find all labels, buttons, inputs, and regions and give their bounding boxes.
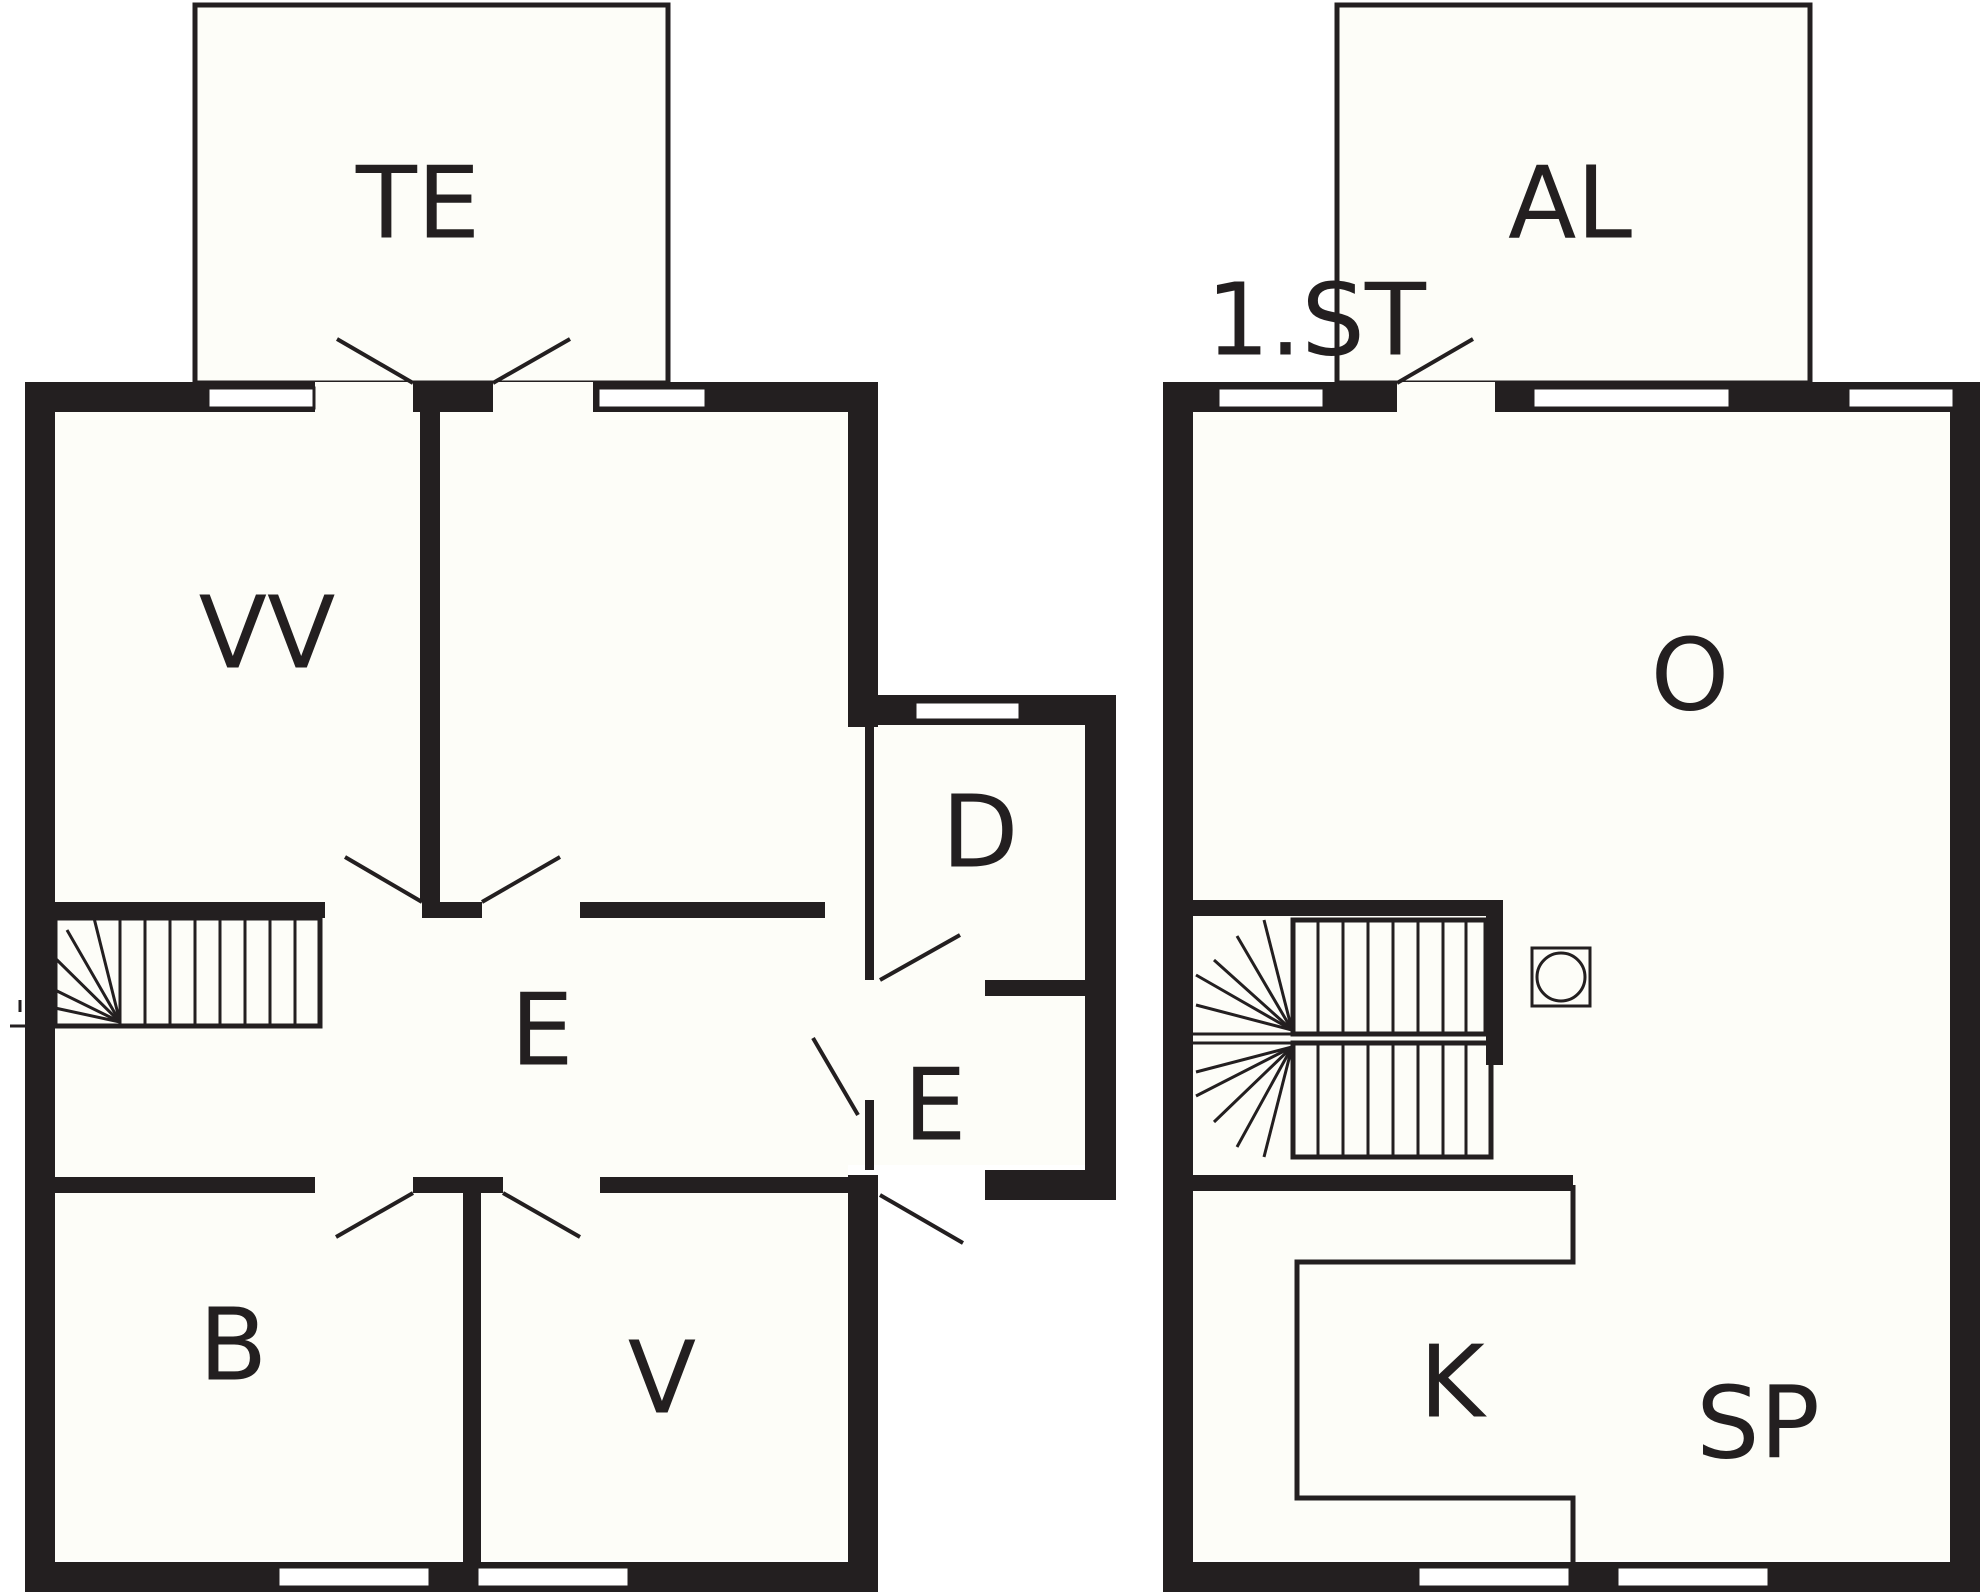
wall-hall-top-b bbox=[580, 902, 825, 918]
door-leaf-b bbox=[335, 1191, 414, 1239]
window-bottom-left bbox=[276, 1565, 432, 1589]
door-leaf-small-hall bbox=[811, 1036, 860, 1117]
stair-winder bbox=[54, 1006, 121, 1024]
door-leaf-vv bbox=[343, 855, 424, 904]
storage-wall-divider bbox=[985, 980, 1085, 996]
stair-winder bbox=[92, 917, 122, 1023]
stair-winder bbox=[1212, 958, 1294, 1032]
wall-hall-bottom-a bbox=[55, 1177, 315, 1193]
room-label-balcony: AL bbox=[1508, 145, 1632, 262]
opening-v-door bbox=[503, 1175, 600, 1195]
window-first-top-middle bbox=[1531, 386, 1732, 410]
first-wall-left bbox=[1163, 382, 1193, 1592]
room-label-hall-main: E bbox=[510, 972, 573, 1089]
door-leaf-hall bbox=[481, 855, 561, 904]
stair-winder bbox=[1195, 1003, 1293, 1032]
stair-winder bbox=[1262, 1046, 1294, 1158]
storage-wall-inner-left-b bbox=[865, 1100, 874, 1170]
stair-winder bbox=[53, 956, 122, 1024]
first-interior-fill bbox=[1193, 410, 1950, 1560]
window-first-bottom-left bbox=[1416, 1565, 1572, 1589]
room-label-dining: SP bbox=[1696, 1365, 1820, 1482]
window-first-top-right bbox=[1846, 386, 1956, 410]
stair-winder bbox=[1262, 919, 1294, 1031]
stove-symbol bbox=[1530, 946, 1592, 1008]
storage-wall-inner-left-a bbox=[865, 725, 874, 980]
stair-wall-top bbox=[1193, 900, 1503, 916]
window-top-left bbox=[206, 386, 316, 410]
room-label-laundry: VV bbox=[199, 575, 336, 692]
ground-wall-left bbox=[25, 382, 55, 1592]
stair-winder bbox=[1195, 1045, 1293, 1074]
window-first-bottom-right bbox=[1615, 1565, 1771, 1589]
stair-winder bbox=[1195, 1045, 1293, 1098]
ground-interior-fill bbox=[55, 410, 848, 1560]
first-floor: AL O K SP 1.ST bbox=[1163, 2, 1980, 1592]
window-first-top-left bbox=[1216, 386, 1326, 410]
opening-terrace-left bbox=[315, 382, 413, 412]
window-bottom-right bbox=[475, 1565, 631, 1589]
terrace-outline bbox=[192, 2, 671, 386]
room-label-kitchen: K bbox=[1419, 1324, 1487, 1441]
room-label-terrace: TE bbox=[355, 145, 480, 262]
opening-hall-door bbox=[482, 900, 580, 920]
stair-winder bbox=[65, 929, 122, 1023]
wall-hall-bottom-b bbox=[413, 1177, 503, 1193]
stair-winder bbox=[1235, 1046, 1294, 1148]
balcony-outline bbox=[1334, 2, 1813, 386]
room-label-storage: D bbox=[941, 774, 1018, 891]
first-wall-right bbox=[1950, 382, 1980, 1592]
wall-hall-top-a bbox=[55, 902, 325, 918]
storage-wall-bottom bbox=[985, 1170, 1116, 1200]
ground-wall-top bbox=[25, 382, 878, 412]
floor-label-first: 1.ST bbox=[1206, 262, 1427, 379]
opening-balcony bbox=[1397, 382, 1495, 412]
ground-floor: TE VV E E D B V bbox=[10, 2, 1116, 1592]
wall-b-v-divider bbox=[463, 1190, 481, 1562]
wall-hall-top-c bbox=[420, 902, 482, 918]
door-leaf-storage bbox=[879, 933, 961, 982]
wall-hall-bottom-c bbox=[600, 1177, 848, 1193]
kitchen-counter bbox=[1294, 1185, 1576, 1562]
stove-circle bbox=[1535, 951, 1587, 1003]
stair-winder bbox=[1235, 935, 1294, 1031]
stair-winder bbox=[1195, 973, 1293, 1032]
ground-wall-bottom bbox=[25, 1562, 878, 1592]
window-top-right bbox=[596, 386, 708, 410]
stair-outline bbox=[52, 915, 323, 1029]
opening-terrace-right bbox=[493, 382, 593, 412]
staircase-ground bbox=[10, 915, 323, 1029]
storage-wall-right bbox=[1085, 695, 1116, 1200]
door-leaf-terrace-left bbox=[335, 337, 415, 385]
stove-box bbox=[1530, 946, 1592, 1008]
room-label-bedroom-v: V bbox=[628, 1320, 696, 1437]
door-leaf-balcony bbox=[1395, 337, 1475, 385]
staircase-first bbox=[1193, 917, 1494, 1160]
room-label-hall-small: E bbox=[903, 1047, 966, 1164]
ground-wall-right-lower bbox=[848, 1175, 878, 1592]
stair-wall-bottom bbox=[1193, 1175, 1573, 1191]
storage-fill bbox=[848, 725, 1088, 1165]
door-leaf-exit bbox=[878, 1193, 965, 1245]
stair-winder bbox=[1212, 1045, 1294, 1124]
ground-wall-right-upper bbox=[848, 382, 878, 727]
opening-vv-door bbox=[325, 900, 422, 920]
room-label-bedroom: B bbox=[199, 1287, 268, 1404]
stair-winder bbox=[54, 988, 121, 1024]
window-storage bbox=[913, 700, 1022, 722]
wall-vv-divider bbox=[420, 410, 440, 910]
room-label-living: O bbox=[1651, 617, 1730, 734]
stair-wall-right bbox=[1486, 900, 1503, 1065]
door-leaf-v bbox=[502, 1191, 581, 1239]
door-leaf-terrace-right bbox=[492, 337, 571, 385]
opening-b-door bbox=[315, 1175, 413, 1195]
